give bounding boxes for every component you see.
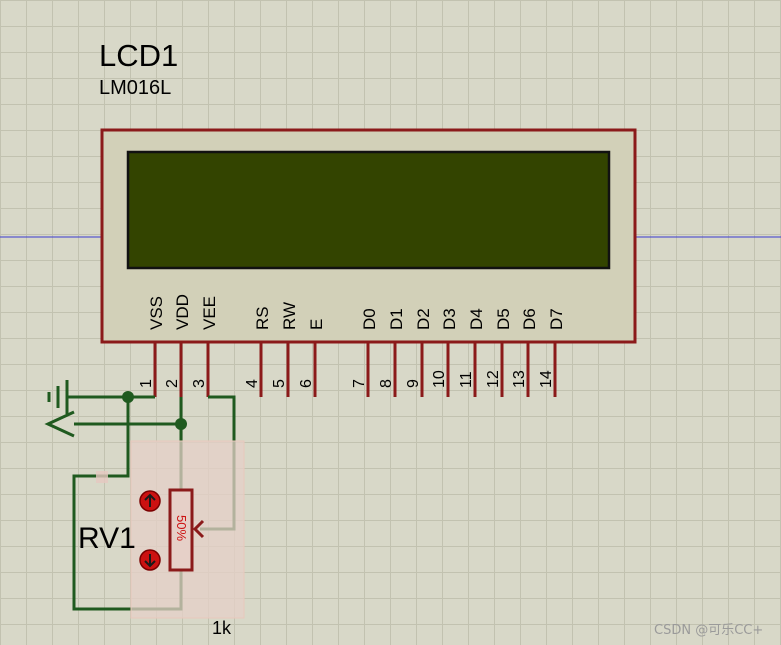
watermark: CSDN @可乐CC+ bbox=[654, 623, 763, 638]
lcd-pin-name: VDD bbox=[173, 294, 192, 330]
lcd-pin-name: E bbox=[307, 319, 326, 330]
pot-wiper-value: 50% bbox=[174, 515, 189, 541]
lcd-pin-number: 7 bbox=[351, 379, 368, 388]
pot-value-label: 1k bbox=[212, 618, 232, 638]
potentiometer-body[interactable] bbox=[168, 488, 194, 572]
lcd-pin-number: 10 bbox=[431, 370, 448, 388]
lcd-pin-number: 13 bbox=[511, 370, 528, 388]
lcd-pin-name: D1 bbox=[387, 308, 406, 330]
lcd-pin-name: D6 bbox=[520, 308, 539, 330]
ground-icon bbox=[47, 380, 69, 414]
junction-dot bbox=[175, 418, 187, 430]
lcd-pin-name: D2 bbox=[414, 308, 433, 330]
lcd-pin-number: 14 bbox=[538, 370, 555, 388]
lcd-ref-label: LCD1 bbox=[99, 38, 178, 73]
lcd-screen bbox=[126, 150, 611, 270]
lcd-pin-name: VEE bbox=[200, 296, 219, 330]
lcd-pin-number: 4 bbox=[244, 379, 261, 388]
arrow-down-icon bbox=[144, 554, 156, 568]
pot-increase-button[interactable] bbox=[139, 490, 161, 512]
pot-ref-label: RV1 bbox=[78, 522, 136, 555]
lcd-pin-number: 5 bbox=[271, 379, 288, 388]
lcd-pin-number: 6 bbox=[298, 379, 315, 388]
pot-wiper-arrow bbox=[192, 519, 205, 539]
pot-origin-marker bbox=[96, 471, 108, 483]
lcd-pin-number: 3 bbox=[191, 379, 208, 388]
lcd-pin-number: 2 bbox=[164, 379, 181, 388]
lcd-pin-name: D0 bbox=[360, 308, 379, 330]
lcd-pins: VSS 1 VDD 2 VEE 3 RS 4 RW 5 E 6 D0 7 D1 8 D2 9 D3 10 D4 11 D5 1… bbox=[138, 294, 566, 397]
lcd-pin-name: D4 bbox=[467, 308, 486, 330]
pot-decrease-button[interactable] bbox=[139, 549, 161, 571]
lcd-pin-name: RW bbox=[280, 302, 299, 330]
lcd-pin-number: 8 bbox=[378, 379, 395, 388]
lcd-pin-number: 9 bbox=[405, 379, 422, 388]
lcd-pin-number: 12 bbox=[485, 370, 502, 388]
lcd-pin-name: VSS bbox=[147, 296, 166, 330]
lcd-pin-name: D5 bbox=[494, 308, 513, 330]
power-arrow-icon bbox=[44, 410, 75, 438]
junction-dot bbox=[122, 391, 134, 403]
lcd-pin-number: 11 bbox=[458, 371, 475, 388]
arrow-up-icon bbox=[144, 493, 156, 507]
lcd-pin-name: D3 bbox=[440, 308, 459, 330]
lcd-model-label: LM016L bbox=[99, 77, 171, 99]
lcd-pin-name: D7 bbox=[547, 308, 566, 330]
lcd-pin-name: RS bbox=[253, 306, 272, 330]
lcd-pin-number: 1 bbox=[138, 379, 155, 388]
